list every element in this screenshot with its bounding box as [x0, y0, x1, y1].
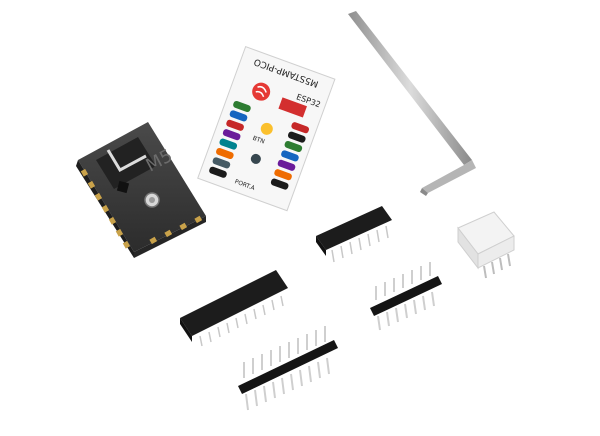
grove-connector: [457, 211, 515, 279]
female-header-long: [180, 270, 288, 347]
espressif-logo-icon: [252, 82, 271, 101]
female-header-small: [316, 206, 392, 263]
hex-key: [348, 11, 476, 196]
male-header-small: [370, 262, 442, 331]
led-window-icon: [116, 180, 130, 194]
connector-pins: [483, 253, 511, 279]
led-icon: [250, 153, 261, 164]
stamp-pico-module: M5: [76, 122, 206, 258]
gold-pads: [80, 168, 203, 249]
button-label: BTN: [252, 135, 266, 146]
male-header-long: [238, 326, 338, 411]
pin-tags-left: [209, 100, 251, 178]
button-icon: [260, 122, 273, 135]
pinout-card: M5STAMP-PICO ESP32 BTN PORT.A: [197, 46, 336, 212]
pin-tags-right: [270, 122, 310, 190]
